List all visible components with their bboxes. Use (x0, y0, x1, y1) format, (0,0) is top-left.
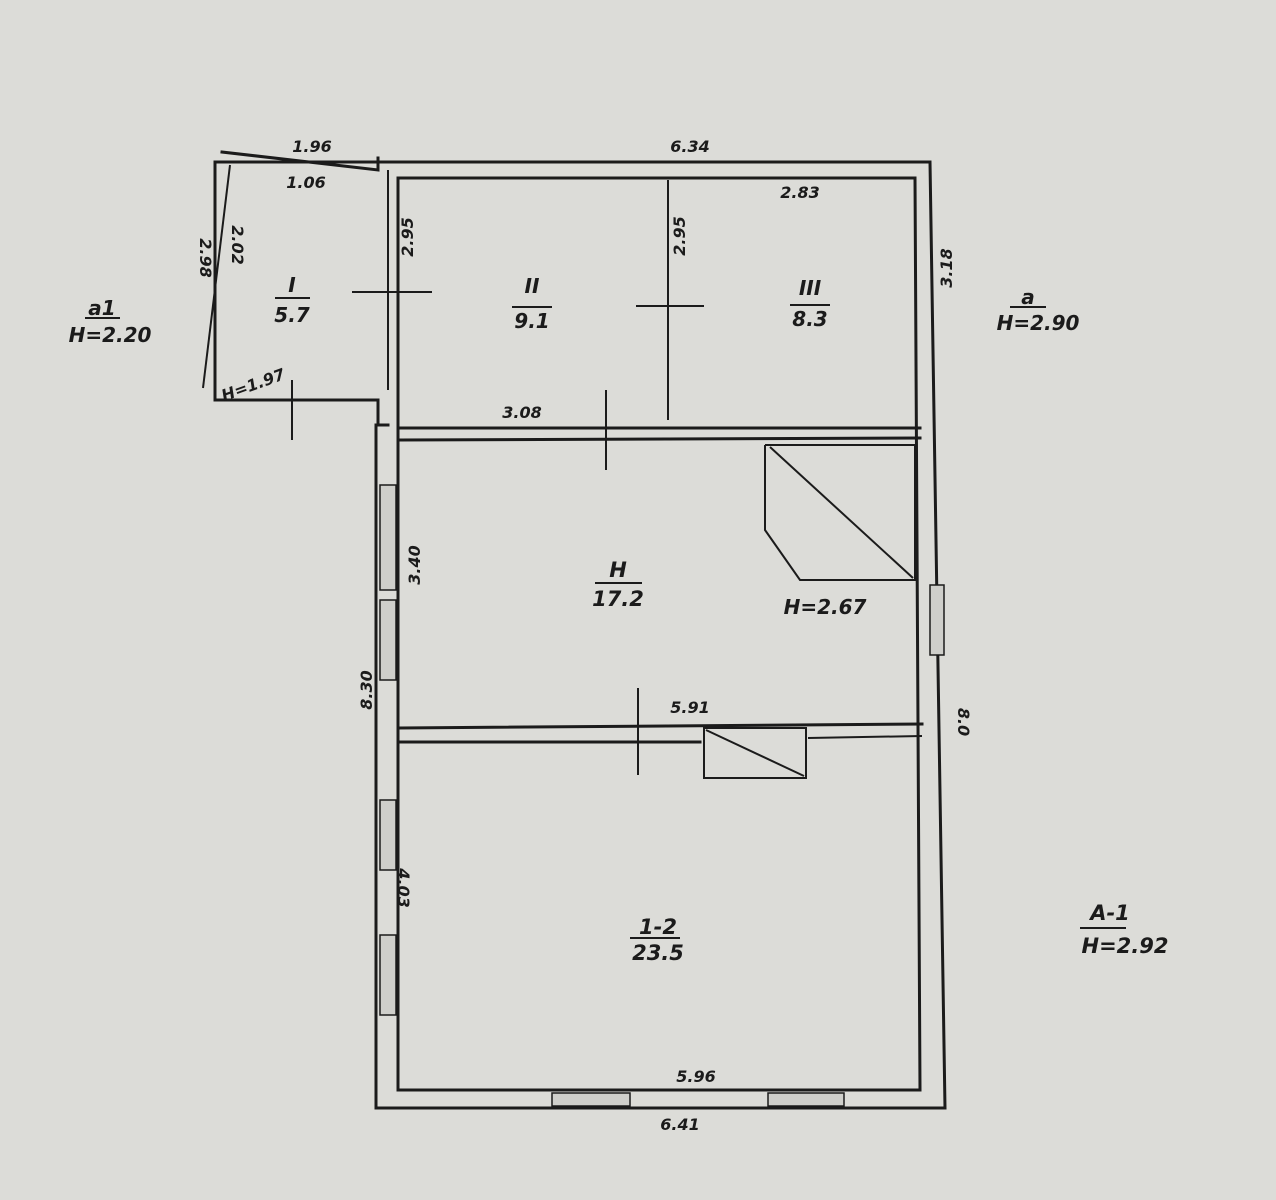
room-labels: I 5.7 II 9.1 III 8.3 H 17.2 1-2 23.5 (274, 273, 830, 965)
dim-top-annex-outer: 1.96 (292, 137, 331, 156)
dim-right-total: 8.0 (954, 708, 973, 736)
annex-walls (202, 150, 390, 427)
dim-room-ii-height: 2.95 (398, 217, 417, 256)
room-iii-area: 8.3 (792, 307, 827, 331)
room-h-area: 17.2 (592, 587, 644, 611)
windows (379, 484, 945, 1107)
stove-lower (703, 727, 807, 779)
dim-mid-wall: 5.91 (670, 698, 709, 717)
section-a1-label: а1 (88, 296, 115, 320)
section-a1-height: H=2.20 (69, 323, 152, 347)
dim-annex-left-inner: 2.02 (228, 225, 247, 264)
room-1-2-number: 1-2 (639, 915, 677, 939)
dim-left-bottom: 4.03 (394, 867, 413, 907)
interior-walls (398, 180, 924, 744)
room-i-number: I (288, 273, 296, 297)
room-i-area: 5.7 (274, 303, 310, 327)
room-ii-area: 9.1 (514, 309, 549, 333)
dim-bottom-inner: 5.96 (676, 1067, 715, 1086)
dim-bottom-outer: 6.41 (660, 1115, 699, 1134)
section-a-label: а (1021, 285, 1035, 309)
dim-top-annex-inner: 1.06 (286, 173, 325, 192)
section-markers (291, 291, 704, 775)
room-h-number: H (609, 558, 627, 582)
dim-left-h: 3.40 (405, 545, 424, 584)
room-1-2-area: 23.5 (632, 941, 684, 965)
section-A1-label: А-1 (1088, 901, 1130, 925)
dim-left-total: 8.30 (357, 670, 376, 709)
dim-room-ii-bottom: 3.08 (502, 403, 541, 422)
dim-annex-left-outer: 2.98 (196, 238, 215, 277)
dim-top-outer: 6.34 (670, 137, 709, 156)
room-ii-number: II (525, 274, 540, 298)
dim-top-inner: 2.83 (780, 183, 819, 202)
stove-upper (764, 444, 916, 581)
dimension-labels: 1.96 1.06 2.98 2.02 6.34 2.83 2.95 2.95 … (196, 137, 973, 1134)
room-iii-number: III (799, 276, 822, 300)
section-a-height: H=2.90 (997, 311, 1080, 335)
dim-room-ii-iii-wall: 2.95 (670, 216, 689, 255)
section-A1-height: H=2.92 (1082, 934, 1169, 958)
dim-right-upper: 3.18 (937, 248, 956, 287)
room-h-ceiling-height: H=2.67 (784, 595, 867, 619)
